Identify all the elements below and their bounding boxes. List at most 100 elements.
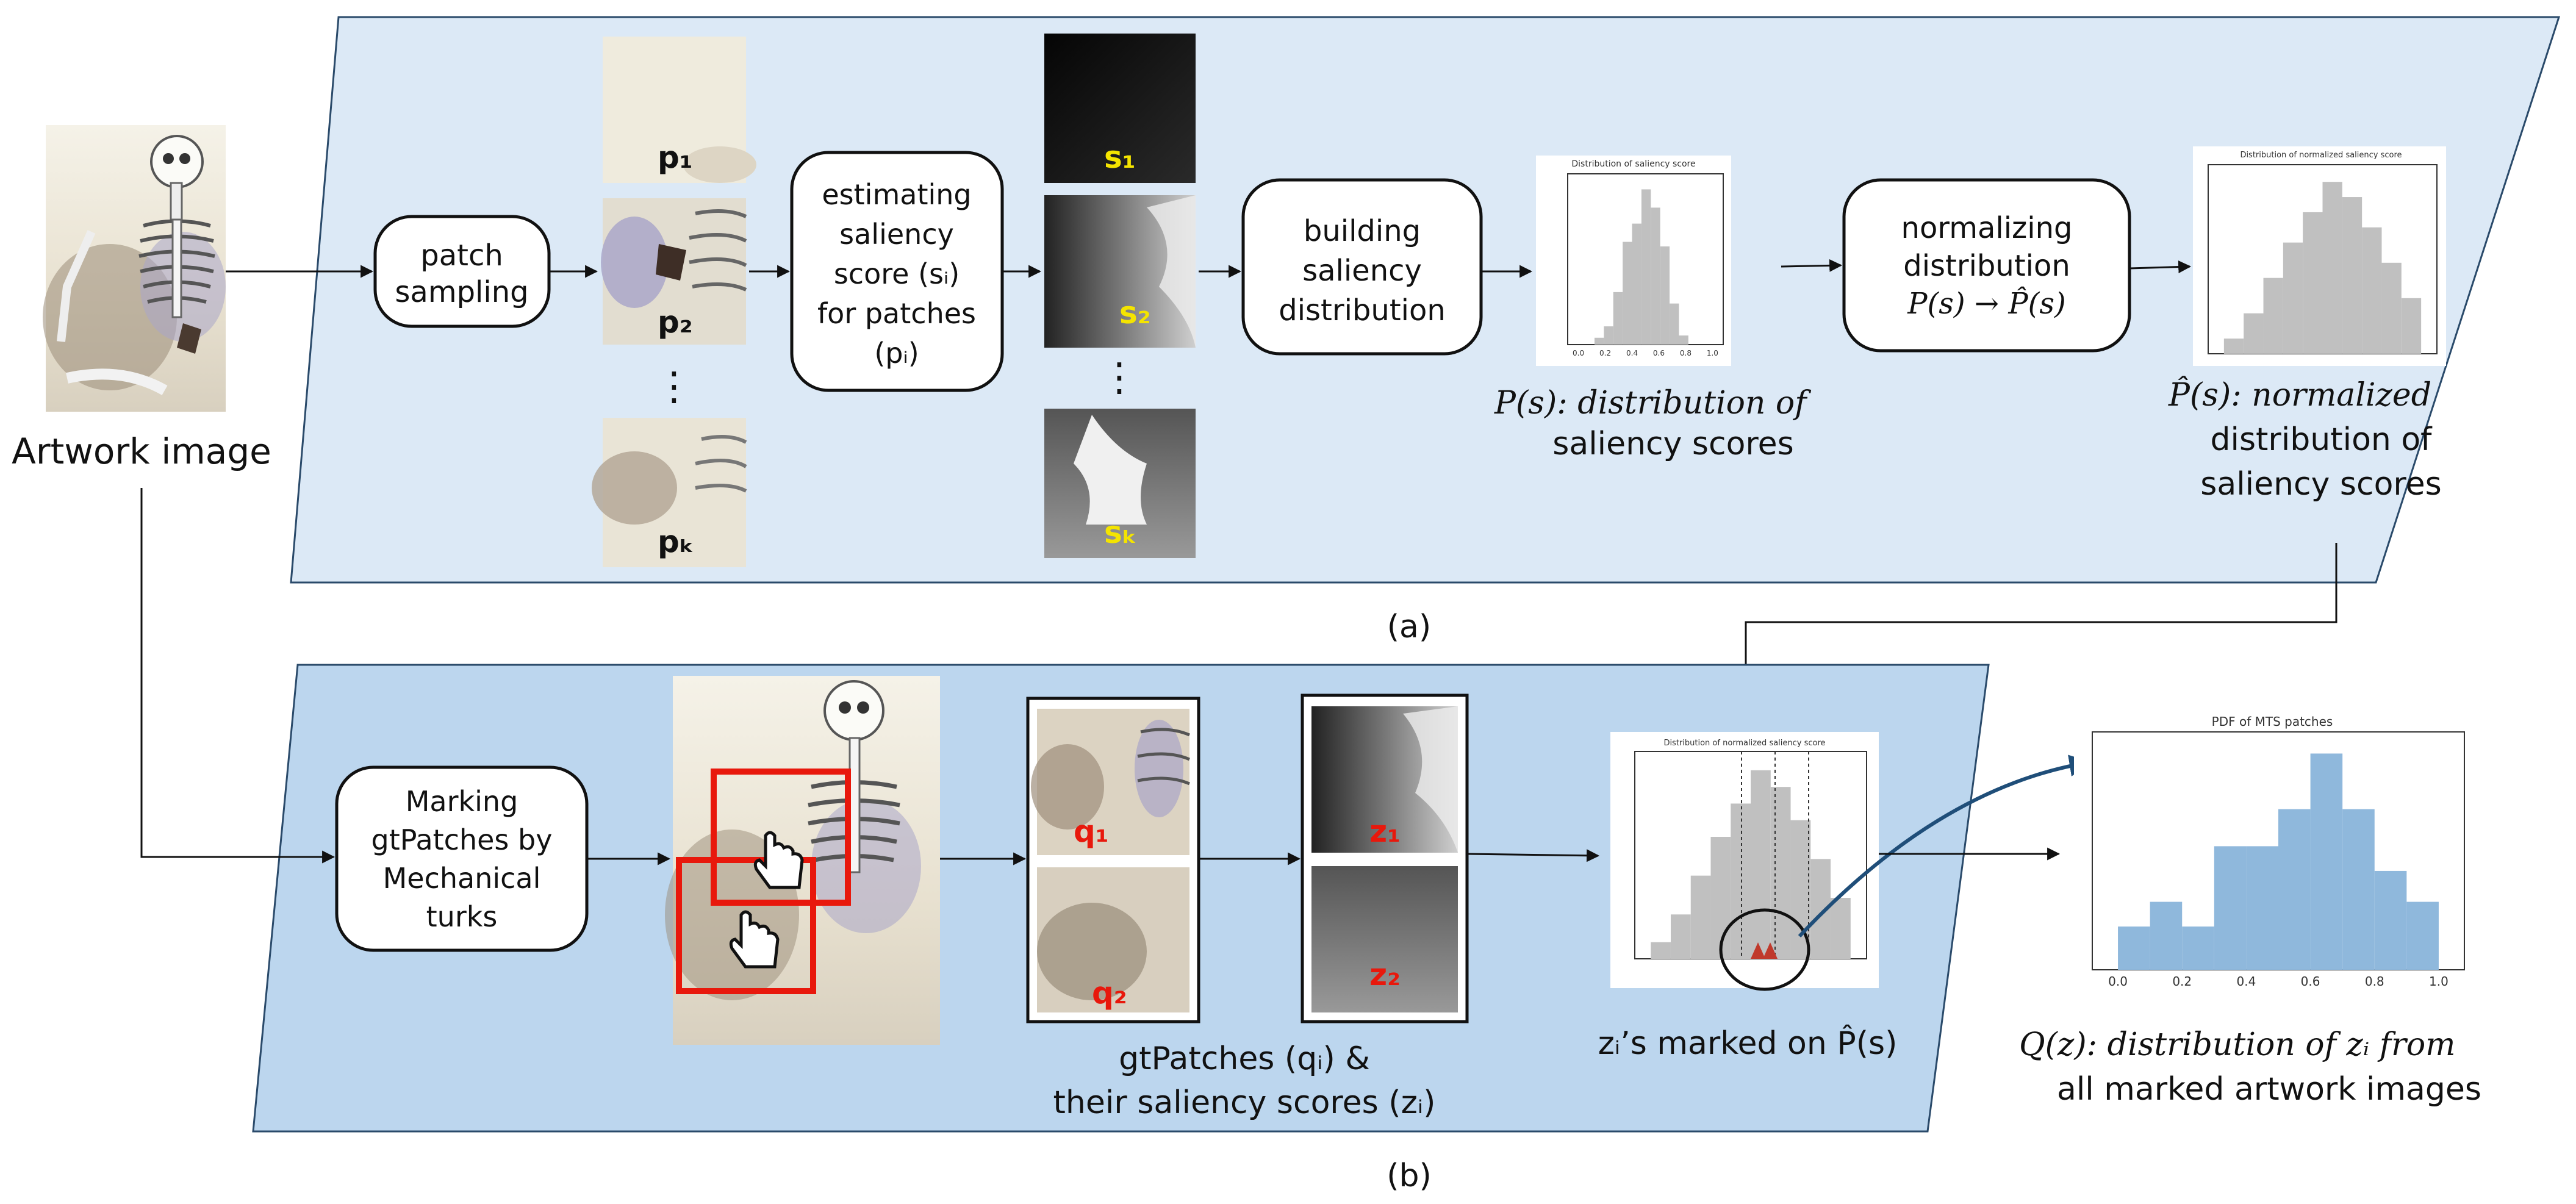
- pdf-bar: [2278, 809, 2311, 970]
- hand-cursor-icon: [753, 831, 804, 889]
- pdf-bar: [2246, 846, 2278, 970]
- patch-pk: pₖ: [592, 418, 747, 567]
- estimating-line-5: (pᵢ): [874, 337, 919, 370]
- hist2-bar: [2322, 182, 2342, 354]
- hist1-tick-label: 0.8: [1680, 349, 1692, 357]
- building-distribution-box: building saliency distribution: [1241, 178, 1483, 356]
- hist1-bar: [1623, 242, 1632, 345]
- estimating-line-3: score (sᵢ): [834, 257, 960, 290]
- marked-triangle-2: [1763, 942, 1778, 959]
- hist3-bars: [1651, 770, 1851, 959]
- normalizing-box: normalizing distribution P(s) → P̂(s): [1842, 178, 2131, 353]
- arrow-to-hist3: [1466, 849, 1600, 862]
- hist2-bar: [2283, 242, 2303, 354]
- norm-caption-line-3: saliency scores: [2200, 466, 2442, 503]
- marking-line-1: Marking: [406, 785, 518, 818]
- estimating-saliency-box: estimating saliency score (sᵢ) for patch…: [790, 151, 1004, 392]
- hist3-chart: Distribution of normalized saliency scor…: [1610, 732, 1879, 991]
- q-caption-line-1: Q(z): distribution of zᵢ from: [2019, 1027, 2455, 1063]
- score-label-s1: s₁: [1104, 140, 1136, 175]
- patch-vdots: ⋮: [655, 364, 694, 409]
- q-caption-line-2: all marked artwork images: [2057, 1071, 2481, 1108]
- dist-caption-line-1: P(s): distribution of: [1494, 385, 1811, 421]
- hand-cursor-icon: [729, 910, 780, 969]
- hist1-bar: [1679, 335, 1688, 345]
- score-vdots: ⋮: [1100, 355, 1139, 400]
- pdf-bars: [2118, 753, 2439, 970]
- saliency-map-s2: s₂: [1044, 195, 1196, 348]
- patch-p2: p₂: [601, 198, 747, 345]
- z-label-z2: z₂: [1369, 957, 1401, 992]
- hist1-bar: [1651, 207, 1660, 345]
- zmark-caption: zᵢ’s marked on P̂(s): [1598, 1025, 1898, 1062]
- hist1-bar: [1594, 337, 1604, 345]
- gt-caption-line-1: gtPatches (qᵢ) &: [1119, 1041, 1370, 1077]
- pdf-bar: [2310, 753, 2343, 970]
- panel-b-caption: (b): [1387, 1158, 1432, 1194]
- hist1-bar: [1670, 303, 1679, 345]
- gt-caption-line-2: their saliency scores (zᵢ): [1053, 1084, 1436, 1121]
- gt-patch-box-1: [711, 769, 851, 906]
- gt-label-q2: q₂: [1092, 975, 1127, 1011]
- arrow-artwork-to-marking: [140, 488, 335, 864]
- marking-line-3: Mechanical: [383, 862, 541, 895]
- hist1-tick-label: 0.2: [1599, 349, 1611, 357]
- hist3-bar: [1670, 914, 1691, 959]
- marked-region-circle: [1719, 908, 1810, 991]
- hist1-tick-label: 0.6: [1653, 349, 1665, 357]
- hist1-bar: [1641, 189, 1651, 345]
- patch-label-p1: p₁: [658, 140, 693, 175]
- building-line-2: saliency: [1302, 254, 1422, 288]
- hist1-bar: [1660, 246, 1670, 345]
- norm-caption-line-2: distribution of: [2211, 421, 2433, 458]
- hist1-tick-label: 0.4: [1626, 349, 1638, 357]
- pdf-tick-label: 0.2: [2172, 974, 2192, 989]
- estimating-line-2: saliency: [839, 218, 954, 251]
- hist1-title: Distribution of saliency score: [1571, 159, 1695, 169]
- gt-score-maps-stack: z₁ z₂: [1301, 693, 1469, 1023]
- marked-triangle-1: [1751, 942, 1765, 959]
- hist1-chart: Distribution of saliency score 0.0 0.2 0.4…: [1536, 156, 1731, 366]
- normalizing-line-2: distribution: [1903, 249, 2070, 283]
- hist2-bar: [2362, 227, 2382, 354]
- hist1-ticks: 0.0 0.2 0.4 0.6 0.8 1.0: [1573, 349, 1718, 357]
- hist1-tick-label: 1.0: [1707, 349, 1718, 357]
- score-label-s2: s₂: [1119, 295, 1151, 331]
- saliency-map-s1: s₁: [1044, 34, 1196, 183]
- marking-gtpatches-box: Marking gtPatches by Mechanical turks: [335, 765, 589, 952]
- normalizing-line-3: P(s) → P̂(s): [1907, 285, 2066, 321]
- hist1-tick-label: 0.0: [1573, 349, 1584, 357]
- patch-sampling-line-1: patch: [420, 238, 503, 273]
- hist3-bar: [1770, 787, 1791, 959]
- gt-label-q1: q₁: [1074, 814, 1109, 849]
- gt-patches-stack: q₁ q₂: [1026, 697, 1200, 1023]
- arrow-to-hist2: [2129, 260, 2192, 274]
- pdf-bar: [2374, 870, 2407, 970]
- arrow-to-normalizing: [1781, 259, 1843, 272]
- hist1-bars: [1594, 189, 1688, 345]
- pdf-tick-label: 0.8: [2365, 974, 2384, 989]
- gt-patch-box-2: [676, 857, 816, 994]
- hist2-bar: [2244, 313, 2264, 354]
- normalizing-line-1: normalizing: [1901, 211, 2073, 245]
- hist2-bar: [2223, 339, 2244, 354]
- hist2-bar: [2303, 212, 2323, 354]
- estimating-line-4: for patches: [817, 297, 976, 330]
- hist1-bar: [1604, 326, 1613, 345]
- hist2-bar: [2342, 197, 2363, 354]
- hist2-title: Distribution of normalized saliency scor…: [2240, 151, 2402, 160]
- pdf-bar: [2342, 809, 2375, 970]
- hist2-bars: [2223, 182, 2422, 354]
- pdf-tick-label: 0.6: [2301, 974, 2320, 989]
- hist3-bar: [1751, 770, 1771, 959]
- pdf-tick-label: 1.0: [2429, 974, 2449, 989]
- curved-arrow-to-pdf: [1798, 754, 2092, 938]
- saliency-map-sk: sₖ: [1044, 409, 1196, 558]
- patch-label-pk: pₖ: [658, 524, 694, 559]
- hist3-bar: [1690, 875, 1711, 959]
- patch-label-p2: p₂: [658, 304, 693, 340]
- pdf-tick-label: 0.4: [2237, 974, 2256, 989]
